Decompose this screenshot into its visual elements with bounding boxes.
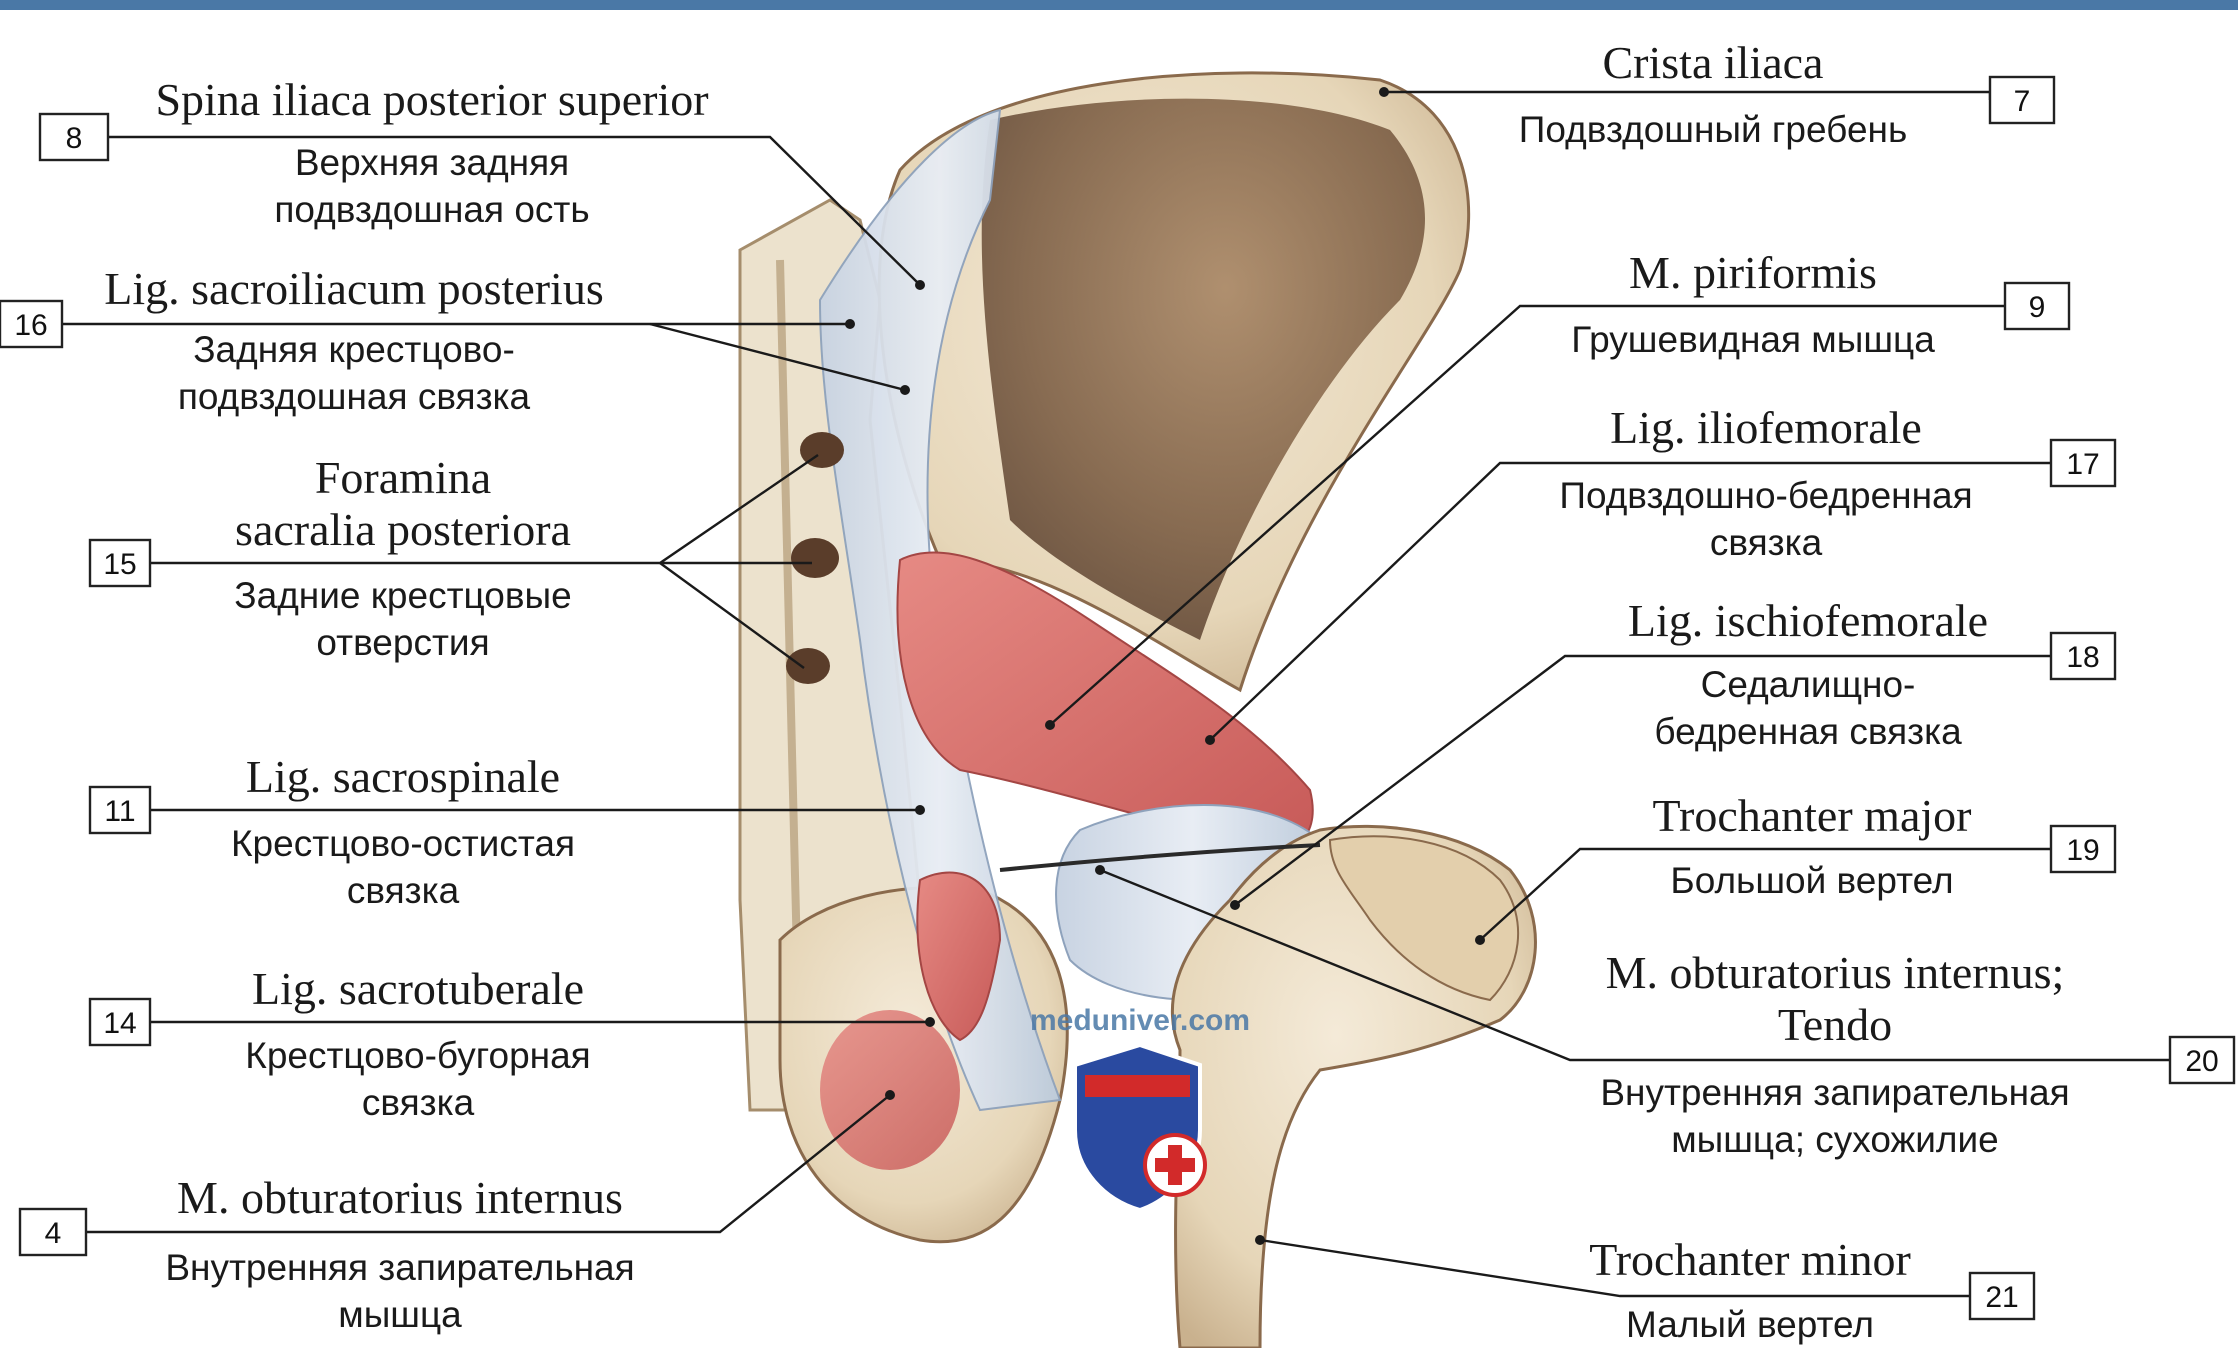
- label-17-russian-1: Подвздошно-бедренная: [1559, 475, 1972, 516]
- svg-text:21: 21: [1985, 1281, 2018, 1314]
- label-20-russian-2: мышца; сухожилие: [1671, 1119, 1999, 1160]
- label-15-russian-2: отверстия: [316, 622, 489, 663]
- label-4-latin: M. obturatorius internus: [177, 1172, 623, 1223]
- labels-right: Crista iliaca Подвздошный гребень M. pir…: [1519, 37, 2070, 1345]
- label-9-latin: M. piriformis: [1629, 247, 1877, 298]
- svg-text:11: 11: [104, 795, 135, 828]
- label-8-russian-2: подвздошная ость: [274, 189, 589, 230]
- callout-9: 9: [2005, 283, 2069, 329]
- label-19-latin: Trochanter major: [1653, 790, 1972, 841]
- label-17-russian-2: связка: [1710, 522, 1823, 563]
- callout-19: 19: [2051, 826, 2115, 872]
- callout-7: 7: [1990, 77, 2054, 123]
- label-8-latin: Spina iliaca posterior superior: [155, 74, 708, 125]
- label-14-russian-2: связка: [362, 1082, 475, 1123]
- label-11-russian-2: связка: [347, 870, 460, 911]
- svg-text:9: 9: [2029, 291, 2046, 324]
- label-8-russian-1: Верхняя задняя: [295, 142, 569, 183]
- label-20-russian-1: Внутренняя запирательная: [1600, 1072, 2069, 1113]
- label-18-russian-1: Седалищно-: [1701, 664, 1916, 705]
- foramen-3: [786, 648, 830, 684]
- label-18-latin: Lig. ischiofemorale: [1628, 595, 1988, 646]
- label-9-russian: Грушевидная мышца: [1571, 319, 1935, 360]
- svg-text:16: 16: [14, 309, 47, 342]
- label-7-russian: Подвздошный гребень: [1519, 109, 1907, 150]
- svg-text:20: 20: [2185, 1045, 2218, 1078]
- callout-16: 16: [0, 301, 62, 347]
- label-14-russian-1: Крестцово-бугорная: [245, 1035, 590, 1076]
- svg-text:7: 7: [2014, 85, 2031, 118]
- label-17-latin: Lig. iliofemorale: [1610, 402, 1922, 453]
- callout-18: 18: [2051, 633, 2115, 679]
- callout-15: 15: [90, 540, 150, 586]
- svg-text:14: 14: [103, 1007, 136, 1040]
- top-bar: [0, 0, 2238, 10]
- svg-text:17: 17: [2066, 448, 2099, 481]
- illustration: meduniver.com: [740, 73, 1535, 1348]
- label-4-russian-1: Внутренняя запирательная: [165, 1247, 634, 1288]
- label-15-russian-1: Задние крестцовые: [234, 575, 571, 616]
- label-18-russian-2: бедренная связка: [1654, 711, 1962, 752]
- label-21-russian: Малый вертел: [1626, 1304, 1874, 1345]
- callout-4: 4: [20, 1209, 86, 1255]
- label-20-latin-1: M. obturatorius internus;: [1606, 947, 2065, 998]
- callout-20: 20: [2170, 1037, 2234, 1083]
- svg-text:4: 4: [45, 1217, 62, 1250]
- svg-text:8: 8: [66, 122, 83, 155]
- label-16-russian-2: подвздошная связка: [178, 376, 531, 417]
- label-11-russian-1: Крестцово-остистая: [231, 823, 575, 864]
- foramen-2: [791, 538, 839, 578]
- svg-text:19: 19: [2066, 834, 2099, 867]
- label-14-latin: Lig. sacrotuberale: [252, 963, 584, 1014]
- label-20-latin-2: Tendo: [1778, 999, 1892, 1050]
- label-15-latin-1: Foramina: [315, 452, 491, 503]
- callout-21: 21: [1970, 1273, 2034, 1319]
- label-21-latin: Trochanter minor: [1589, 1234, 1911, 1285]
- svg-text:15: 15: [103, 548, 136, 581]
- callout-11: 11: [90, 787, 150, 833]
- label-19-russian: Большой вертел: [1670, 860, 1953, 901]
- callout-17: 17: [2051, 440, 2115, 486]
- label-16-latin: Lig. sacroiliacum posterius: [104, 263, 604, 314]
- callout-14: 14: [90, 999, 150, 1045]
- label-4-russian-2: мышца: [338, 1294, 462, 1335]
- svg-text:18: 18: [2066, 641, 2099, 674]
- label-15-latin-2: sacralia posteriora: [235, 504, 571, 555]
- label-16-russian-1: Задняя крестцово-: [193, 329, 515, 370]
- label-7-latin: Crista iliaca: [1603, 37, 1824, 88]
- labels-left: Spina iliaca posterior superior Верхняя …: [104, 74, 708, 1335]
- callout-8: 8: [40, 114, 108, 160]
- watermark-text: meduniver.com: [1030, 1004, 1250, 1037]
- label-11-latin: Lig. sacrospinale: [246, 751, 560, 802]
